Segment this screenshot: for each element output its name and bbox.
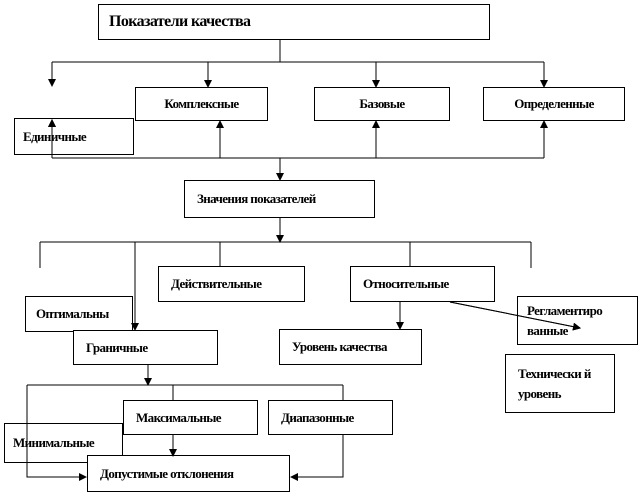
root-box-quality-indicators: Показатели качества bbox=[98, 4, 490, 40]
box-range: Диапазонные bbox=[268, 400, 393, 435]
box-quality-level: Уровень качества bbox=[279, 329, 422, 365]
box-relative: Относительные bbox=[350, 266, 495, 302]
box-limit: Граничные bbox=[73, 330, 218, 365]
box-technical-level: Технически й уровень bbox=[505, 354, 615, 413]
box-complex: Комплексные bbox=[135, 87, 268, 121]
box-regulated: Регламентиро ванные bbox=[517, 296, 638, 345]
box-tolerance: Допустимые отклонения bbox=[87, 455, 290, 492]
box-actual: Действительные bbox=[158, 266, 305, 302]
box-maximum: Максимальные bbox=[123, 400, 258, 435]
box-defined: Определенные bbox=[483, 87, 625, 121]
box-single: Единичные bbox=[14, 118, 134, 155]
box-base: Базовые bbox=[314, 87, 450, 121]
box-indicator-values: Значения показателей bbox=[184, 180, 375, 218]
